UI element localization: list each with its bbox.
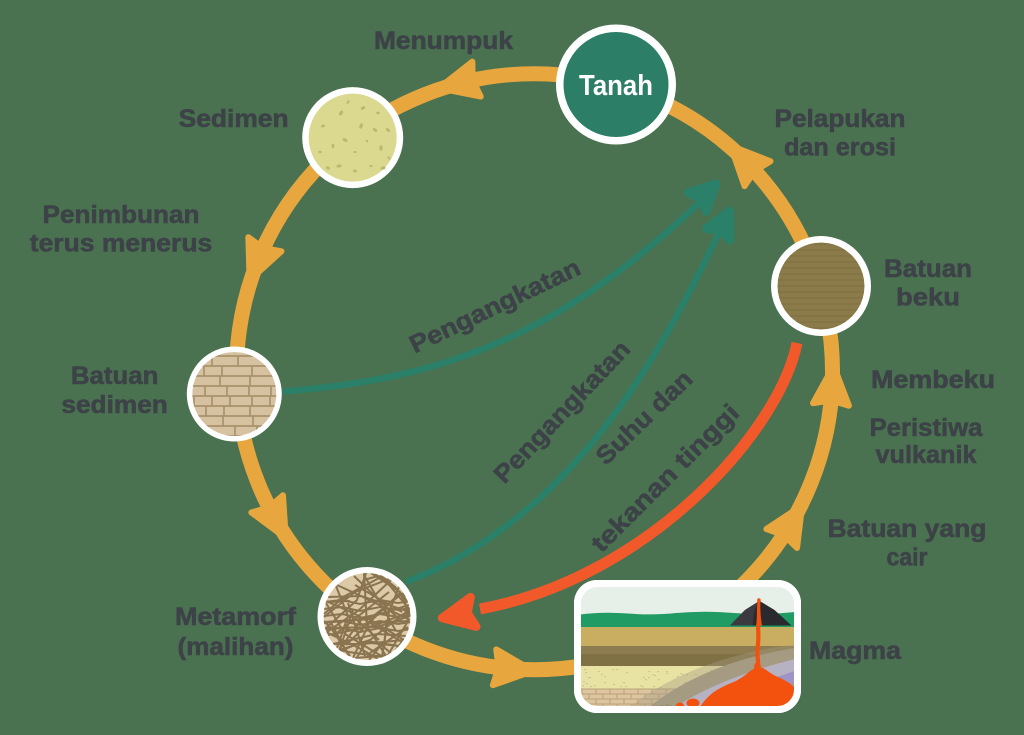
svg-text:Tanah: Tanah bbox=[579, 70, 653, 102]
svg-text:Magma: Magma bbox=[809, 637, 902, 665]
svg-text:Sedimen: Sedimen bbox=[179, 105, 289, 133]
svg-text:Metamorf(malihan): Metamorf(malihan) bbox=[175, 603, 297, 661]
svg-text:Menumpuk: Menumpuk bbox=[374, 27, 513, 55]
svg-text:Membeku: Membeku bbox=[871, 366, 995, 394]
